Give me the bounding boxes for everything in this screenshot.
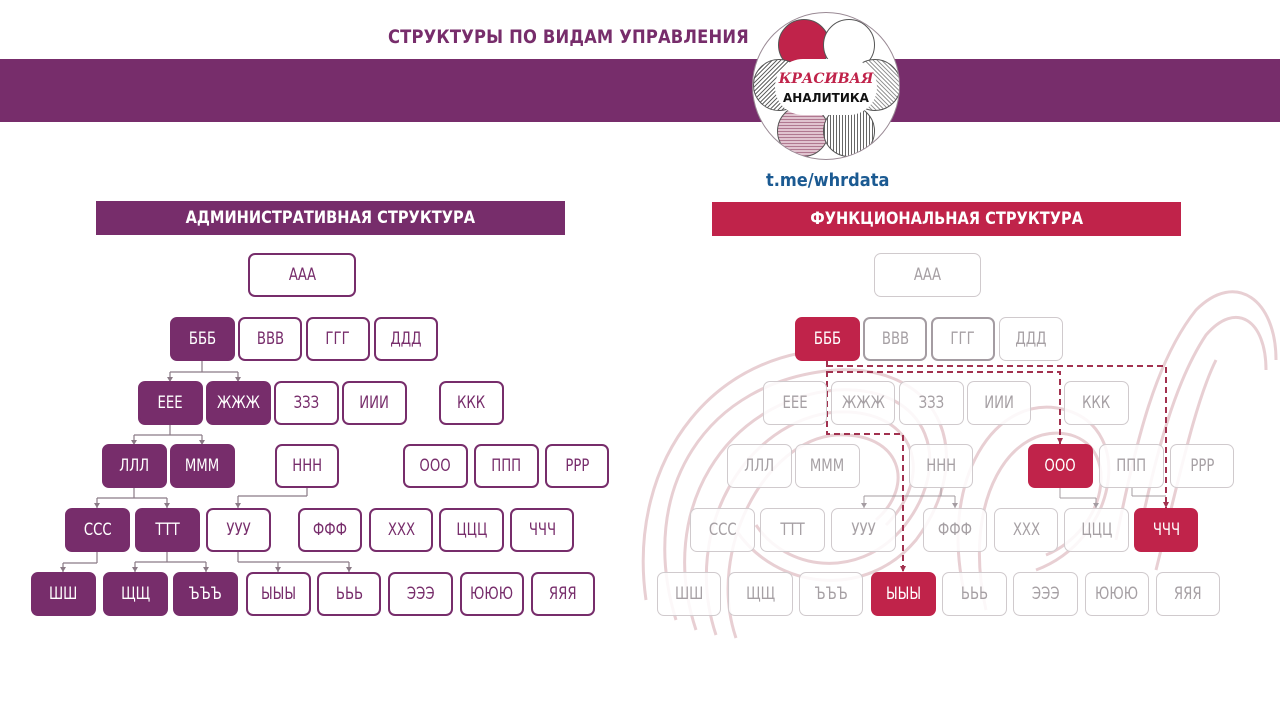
func-node-eee[interactable]: ЕЕЕ: [763, 381, 827, 425]
func-node-soft-sign[interactable]: ЬЬЬ: [942, 572, 1007, 616]
admin-node-shsh[interactable]: ШШ: [31, 572, 96, 616]
func-node-uuu[interactable]: УУУ: [831, 508, 896, 552]
admin-node-ppp[interactable]: ППП: [474, 444, 539, 488]
func-node-eee2[interactable]: ЭЭЭ: [1013, 572, 1078, 616]
admin-node-hard-sign[interactable]: ЪЪЪ: [173, 572, 238, 616]
admin-node-lll[interactable]: ЛЛЛ: [102, 444, 167, 488]
func-node-hhh[interactable]: ХХХ: [994, 508, 1058, 552]
func-node-mmm[interactable]: МММ: [795, 444, 860, 488]
logo: КРАСИВАЯ АНАЛИТИКА: [752, 12, 900, 160]
func-node-hard-sign[interactable]: ЪЪЪ: [799, 572, 863, 616]
admin-node-ggg[interactable]: ГГГ: [306, 317, 370, 361]
func-node-yuyu[interactable]: ЮЮЮ: [1085, 572, 1149, 616]
admin-node-yaya[interactable]: ЯЯЯ: [531, 572, 595, 616]
logo-text-bottom: АНАЛИТИКА: [783, 91, 869, 105]
func-node-zhzhzh[interactable]: ЖЖЖ: [831, 381, 895, 425]
func-node-lll[interactable]: ЛЛЛ: [727, 444, 792, 488]
admin-node-nnn[interactable]: ННН: [275, 444, 339, 488]
func-node-ttt[interactable]: ТТТ: [760, 508, 825, 552]
admin-node-kkk[interactable]: ККК: [439, 381, 504, 425]
admin-node-eee2[interactable]: ЭЭЭ: [388, 572, 453, 616]
telegram-link[interactable]: t.me/whrdata: [766, 170, 890, 191]
admin-node-sss[interactable]: ССС: [65, 508, 130, 552]
func-node-sss[interactable]: ССС: [690, 508, 755, 552]
admin-node-eee[interactable]: ЕЕЕ: [138, 381, 203, 425]
admin-node-ttt[interactable]: ТТТ: [135, 508, 200, 552]
admin-node-rrr[interactable]: РРР: [545, 444, 609, 488]
func-node-vvv[interactable]: ВВВ: [863, 317, 927, 361]
admin-node-aaa[interactable]: ААА: [248, 253, 356, 297]
admin-node-ddd[interactable]: ДДД: [374, 317, 438, 361]
func-node-aaa[interactable]: ААА: [874, 253, 981, 297]
header-banner: [0, 59, 1280, 122]
admin-node-chch[interactable]: ЧЧЧ: [510, 508, 574, 552]
logo-text-top: КРАСИВАЯ: [778, 71, 874, 87]
admin-node-soft-sign[interactable]: ЬЬЬ: [317, 572, 381, 616]
admin-node-bbb[interactable]: БББ: [170, 317, 235, 361]
func-node-rrr[interactable]: РРР: [1170, 444, 1234, 488]
func-node-chch[interactable]: ЧЧЧ: [1134, 508, 1198, 552]
func-node-nnn[interactable]: ННН: [909, 444, 973, 488]
admin-node-ooo[interactable]: ООО: [403, 444, 468, 488]
admin-node-zhzhzh[interactable]: ЖЖЖ: [206, 381, 271, 425]
admin-node-mmm[interactable]: МММ: [170, 444, 235, 488]
admin-node-fff[interactable]: ФФФ: [298, 508, 362, 552]
admin-node-vvv[interactable]: ВВВ: [238, 317, 302, 361]
admin-node-hhh[interactable]: ХХХ: [369, 508, 433, 552]
admin-node-yuyu[interactable]: ЮЮЮ: [460, 572, 524, 616]
admin-node-tsts[interactable]: ЦЦЦ: [439, 508, 504, 552]
func-node-ooo[interactable]: ООО: [1028, 444, 1093, 488]
func-node-yyy[interactable]: ЫЫЫ: [871, 572, 936, 616]
admin-node-shchsh[interactable]: ЩЩ: [103, 572, 168, 616]
func-node-tsts[interactable]: ЦЦЦ: [1064, 508, 1129, 552]
func-node-ddd[interactable]: ДДД: [999, 317, 1063, 361]
func-node-ppp[interactable]: ППП: [1099, 444, 1164, 488]
func-node-zzz[interactable]: ЗЗЗ: [899, 381, 964, 425]
functional-structure-title: ФУНКЦИОНАЛЬНАЯ СТРУКТУРА: [712, 202, 1181, 236]
func-node-shchsh[interactable]: ЩЩ: [728, 572, 793, 616]
func-node-kkk[interactable]: ККК: [1064, 381, 1129, 425]
admin-node-iii[interactable]: ИИИ: [342, 381, 407, 425]
func-node-bbb[interactable]: БББ: [795, 317, 860, 361]
func-node-fff[interactable]: ФФФ: [923, 508, 987, 552]
func-node-ggg[interactable]: ГГГ: [931, 317, 995, 361]
func-node-yaya[interactable]: ЯЯЯ: [1156, 572, 1220, 616]
func-node-shsh[interactable]: ШШ: [657, 572, 721, 616]
admin-node-uuu[interactable]: УУУ: [206, 508, 271, 552]
admin-node-yyy[interactable]: ЫЫЫ: [246, 572, 311, 616]
func-node-iii[interactable]: ИИИ: [967, 381, 1031, 425]
admin-node-zzz[interactable]: ЗЗЗ: [274, 381, 339, 425]
page-title: СТРУКТУРЫ ПО ВИДАМ УПРАВЛЕНИЯ: [388, 26, 749, 48]
admin-structure-title: АДМИНИСТРАТИВНАЯ СТРУКТУРА: [96, 201, 565, 235]
